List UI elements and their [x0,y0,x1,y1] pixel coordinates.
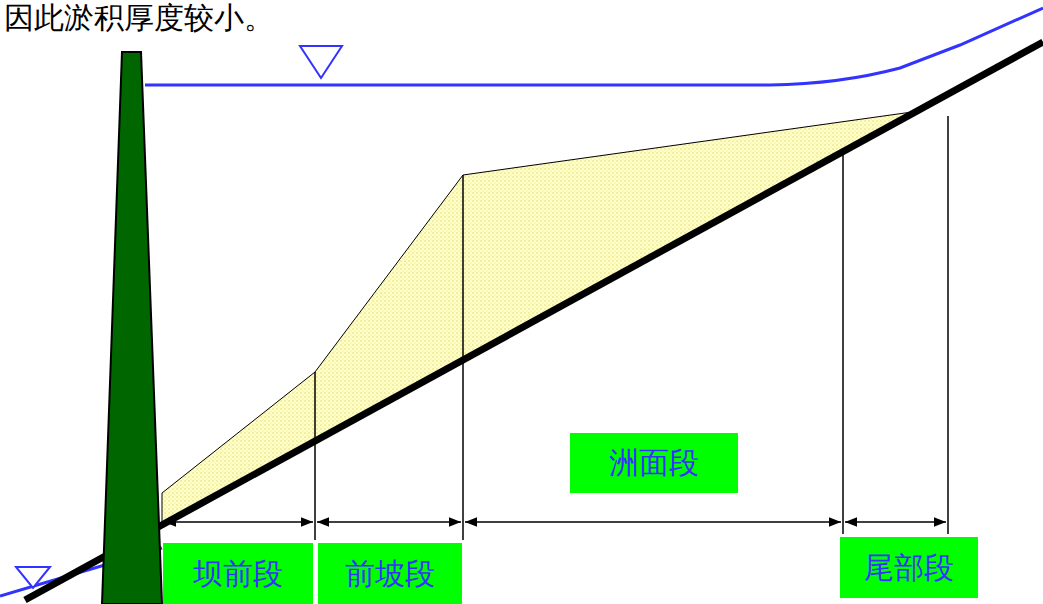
water-level-symbol [16,567,50,588]
section-dividers [315,116,948,540]
section-name: 洲面段 [609,445,699,481]
note-text: 因此淤积厚度较小。 [4,0,274,36]
river-bed [25,42,1043,600]
water-surface [145,8,1043,85]
section-name: 坝前段 [193,556,283,592]
section-label-box: 坝前段 [163,543,313,604]
section-label-box: 洲面段 [570,433,738,493]
dimension-arrows [164,521,946,523]
section-name: 前坡段 [345,556,435,592]
section-name: 尾部段 [864,550,954,586]
water-level-symbol [300,46,342,78]
section-label-box: 前坡段 [318,543,462,604]
section-label-box: 尾部段 [840,537,978,598]
dam [102,52,162,604]
